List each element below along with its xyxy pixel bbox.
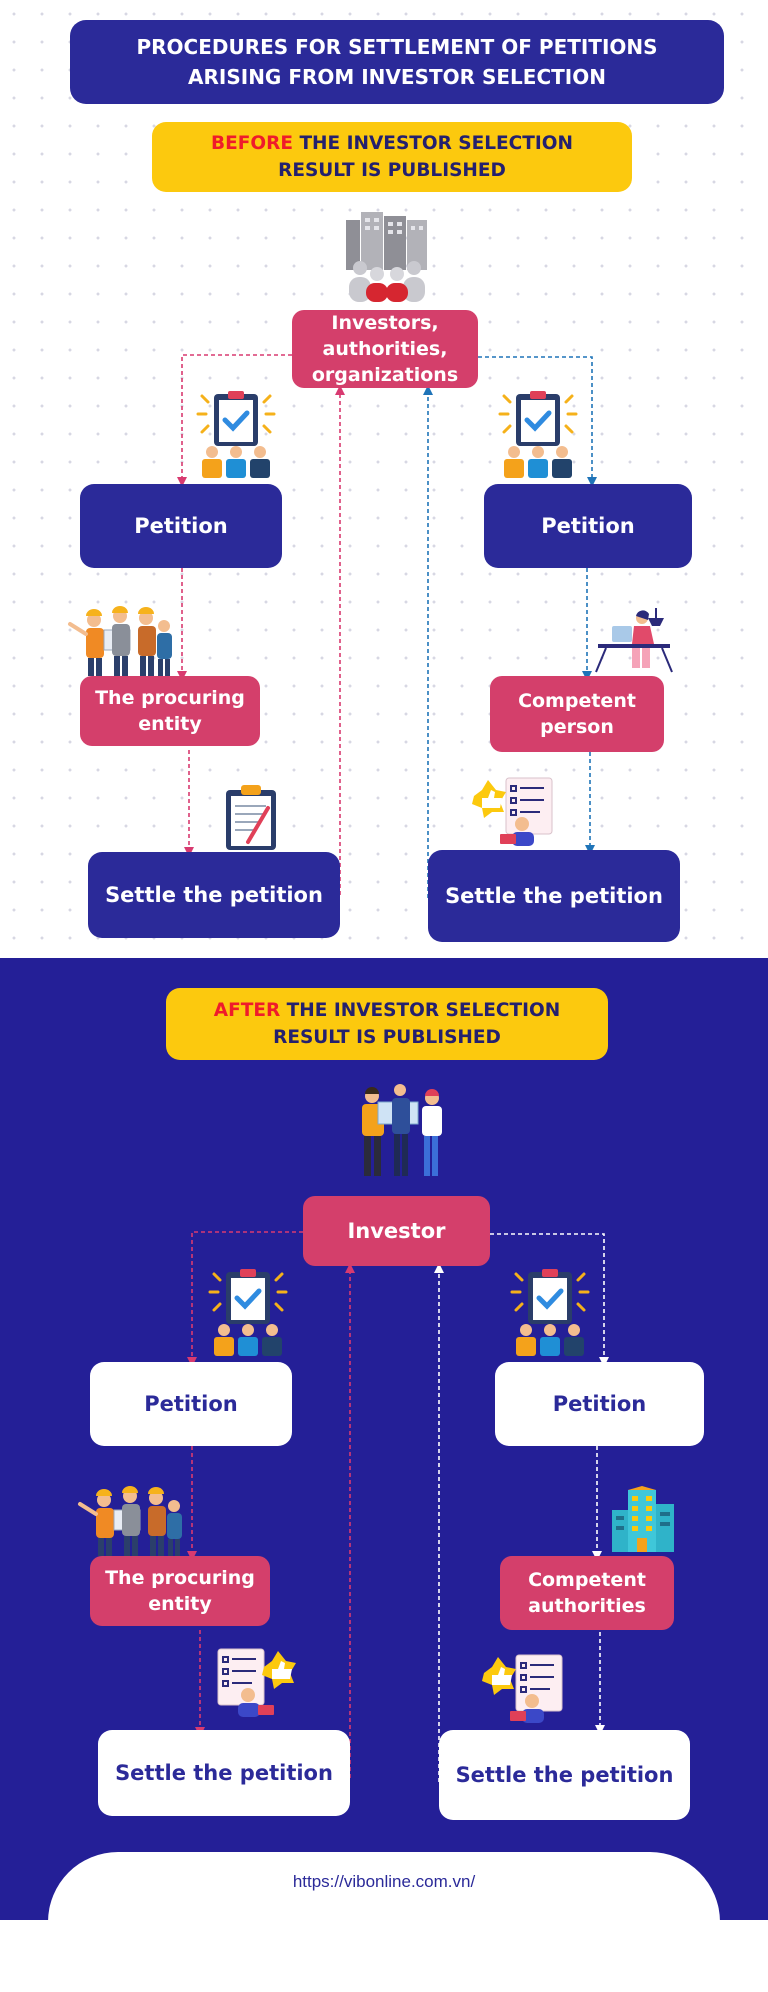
after-right-petition-node: Petition <box>495 1362 704 1446</box>
page-title: PROCEDURES FOR SETTLEMENT OF PETITIONS A… <box>70 20 724 104</box>
arrow-source-to-left-petition <box>177 354 292 487</box>
construction-workers-icon <box>78 1486 182 1556</box>
thumbs-up-review-icon <box>482 1654 563 1723</box>
before-banner-text: THE INVESTOR SELECTION RESULT IS PUBLISH… <box>278 133 573 181</box>
after-procuring-entity-node: The procuring entity <box>90 1556 270 1626</box>
before-right-settle-node: Settle the petition <box>428 850 680 942</box>
thumbs-up-review-icon <box>472 777 553 846</box>
footer-url-link[interactable]: https://vibonline.com.vn/ <box>292 1872 476 1891</box>
checklist-team-icon <box>196 391 276 478</box>
after-right-settle-node: Settle the petition <box>439 1730 690 1820</box>
before-right-petition-node: Petition <box>484 484 692 568</box>
after-left-settle-node: Settle the petition <box>98 1730 350 1816</box>
checklist-team-icon <box>498 391 578 478</box>
source-node-investor: Investor <box>303 1196 490 1266</box>
before-banner: BEFORE THE INVESTOR SELECTION RESULT IS … <box>152 122 632 192</box>
checklist-team-icon <box>208 1269 288 1356</box>
clipboard-pen-icon <box>226 785 276 850</box>
before-banner-highlight: BEFORE <box>211 133 293 154</box>
arrow-source-to-right-petition <box>478 356 597 487</box>
buildings-people-icon <box>346 212 427 302</box>
business-people-icon <box>362 1084 442 1176</box>
after-competent-authorities-node: Competent authorities <box>500 1556 674 1630</box>
person-at-desk-icon <box>595 608 673 673</box>
before-procuring-entity-node: The procuring entity <box>80 676 260 746</box>
after-banner: AFTER THE INVESTOR SELECTION RESULT IS P… <box>166 988 608 1060</box>
office-building-icon <box>612 1486 674 1552</box>
flow-connectors <box>177 354 609 1782</box>
after-banner-text: THE INVESTOR SELECTION RESULT IS PUBLISH… <box>273 1000 561 1048</box>
arrow-investor-to-left-petition <box>187 1231 303 1367</box>
arrow-investor-to-right-petition <box>490 1233 609 1367</box>
after-banner-highlight: AFTER <box>213 1000 281 1021</box>
construction-workers-icon <box>68 606 172 676</box>
after-left-petition-node: Petition <box>90 1362 292 1446</box>
before-left-petition-node: Petition <box>80 484 282 568</box>
source-node-investors-authorities-organizations: Investors, authorities, organizations <box>292 310 478 388</box>
before-competent-person-node: Competent person <box>490 676 664 752</box>
thumbs-up-review-icon <box>217 1648 296 1717</box>
checklist-team-icon <box>510 1269 590 1356</box>
before-left-settle-node: Settle the petition <box>88 852 340 938</box>
